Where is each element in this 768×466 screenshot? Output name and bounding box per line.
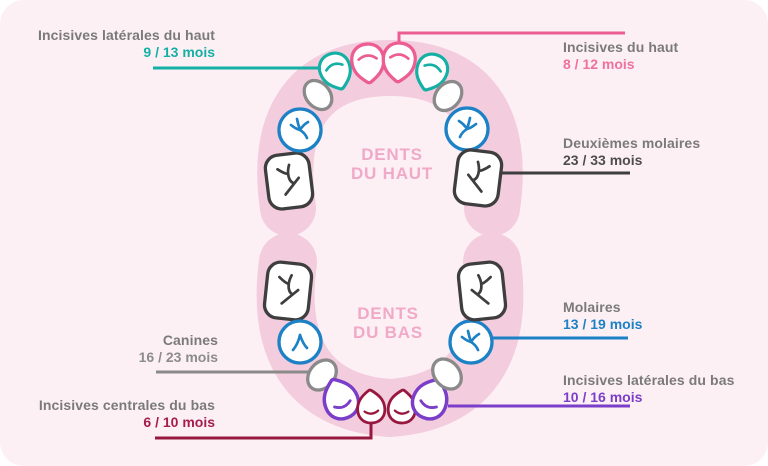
lower-arch-title: DENTS DU BAS (353, 304, 423, 342)
tooth-lower-first-molar-left (277, 319, 323, 365)
tooth-lower-second-molar-right (456, 260, 508, 322)
tooth-upper-canine-right (432, 79, 464, 113)
label-title: Molaires (563, 299, 621, 315)
tooth-upper-first-molar-right (444, 106, 490, 152)
label-value: 16 / 23 mois (138, 349, 218, 365)
label-lower-canines: Canines 16 / 23 mois (139, 332, 218, 365)
tooth-outline (432, 79, 464, 113)
leader-lower-central (155, 424, 373, 440)
label-lower-central-incisors: Incisives centrales du bas 6 / 10 mois (39, 397, 215, 430)
label-value: 6 / 10 mois (143, 414, 215, 430)
label-upper-lateral-incisors: Incisives latérales du haut 9 / 13 mois (38, 27, 215, 60)
tooth-upper-second-molar-left (263, 151, 315, 211)
tooth-outline (302, 78, 334, 112)
tooth-outline (277, 319, 323, 365)
label-lower-first-molars: Molaires 13 / 19 mois (563, 299, 642, 332)
label-title: Canines (162, 332, 218, 348)
label-value: 13 / 19 mois (563, 316, 643, 332)
label-title: Incisives latérales du bas (563, 372, 735, 388)
label-title: Incisives latérales du haut (38, 27, 215, 43)
label-value: 10 / 16 mois (563, 389, 643, 405)
label-value: 8 / 12 mois (563, 56, 635, 72)
upper-arch-title: DENTS DU HAUT (350, 145, 434, 183)
label-title: Incisives du haut (563, 39, 679, 55)
tooth-lower-second-molar-left (262, 260, 314, 322)
tooth-upper-first-molar-left (277, 107, 323, 153)
tooth-upper-second-molar-right (452, 148, 504, 208)
label-value: 23 / 33 mois (563, 152, 643, 168)
label-upper-second-molars: Deuxièmes molaires 23 / 33 mois (563, 135, 700, 168)
leader-upper-central (397, 31, 625, 44)
label-upper-central-incisors: Incisives du haut 8 / 12 mois (563, 39, 678, 72)
label-value: 9 / 13 mois (143, 44, 215, 60)
tooth-upper-canine-left (302, 78, 334, 112)
tooth-lower-canine-right (431, 357, 463, 391)
label-title: Deuxièmes molaires (563, 135, 701, 151)
label-lower-lateral-incisors: Incisives latérales du bas 10 / 16 mois (563, 372, 734, 405)
label-title: Incisives centrales du bas (38, 397, 215, 413)
tooth-outline (431, 357, 463, 391)
